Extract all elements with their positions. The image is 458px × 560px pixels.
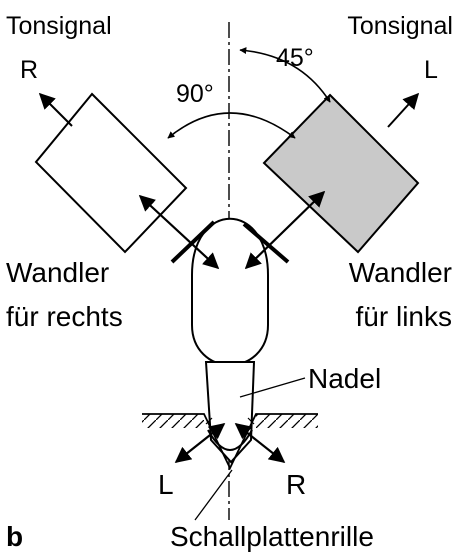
needle — [204, 361, 256, 464]
panel-letter: b — [6, 521, 23, 552]
angle-45-label: 45° — [276, 44, 314, 72]
nadel-leader — [239, 377, 306, 398]
groove-wall-left-hatch — [205, 417, 213, 425]
channel-r-bottom-label: R — [286, 469, 306, 500]
channel-l-bottom-label: L — [158, 469, 174, 500]
signal-arrow-l — [387, 92, 420, 128]
tonsignal-left-label: Tonsignal — [6, 12, 112, 40]
motion-arrow-left — [138, 194, 220, 270]
groove-arrow-l — [174, 423, 226, 463]
nadel-label: Nadel — [308, 363, 381, 394]
channel-r-top-label: R — [20, 56, 38, 84]
transducer-left-channel — [262, 93, 420, 254]
schallplattenrille-label: Schallplattenrille — [170, 521, 374, 552]
wandler-rechts-line1: Wandler — [6, 257, 109, 288]
record-groove — [142, 413, 318, 471]
signal-arrow-r — [38, 92, 73, 127]
channel-l-top-label: L — [424, 56, 438, 84]
motion-arrow-right — [244, 190, 326, 270]
wandler-rechts-line2: für rechts — [6, 301, 123, 332]
stylus-body — [191, 217, 269, 367]
transducer-right-channel — [34, 92, 188, 254]
wandler-links-line2: für links — [356, 301, 452, 332]
groove-wall-right-hatch — [247, 417, 255, 425]
groove-arrow-r — [234, 423, 286, 463]
tonsignal-right-label: Tonsignal — [347, 12, 453, 40]
angle-arc-90 — [167, 112, 296, 139]
wandler-links-line1: Wandler — [349, 257, 452, 288]
record-surface-right-hatch — [256, 414, 318, 428]
angle-arc-45 — [239, 47, 331, 103]
record-surface-left-hatch — [142, 414, 204, 428]
angle-90-label: 90° — [176, 80, 214, 108]
rille-leader — [194, 469, 233, 521]
